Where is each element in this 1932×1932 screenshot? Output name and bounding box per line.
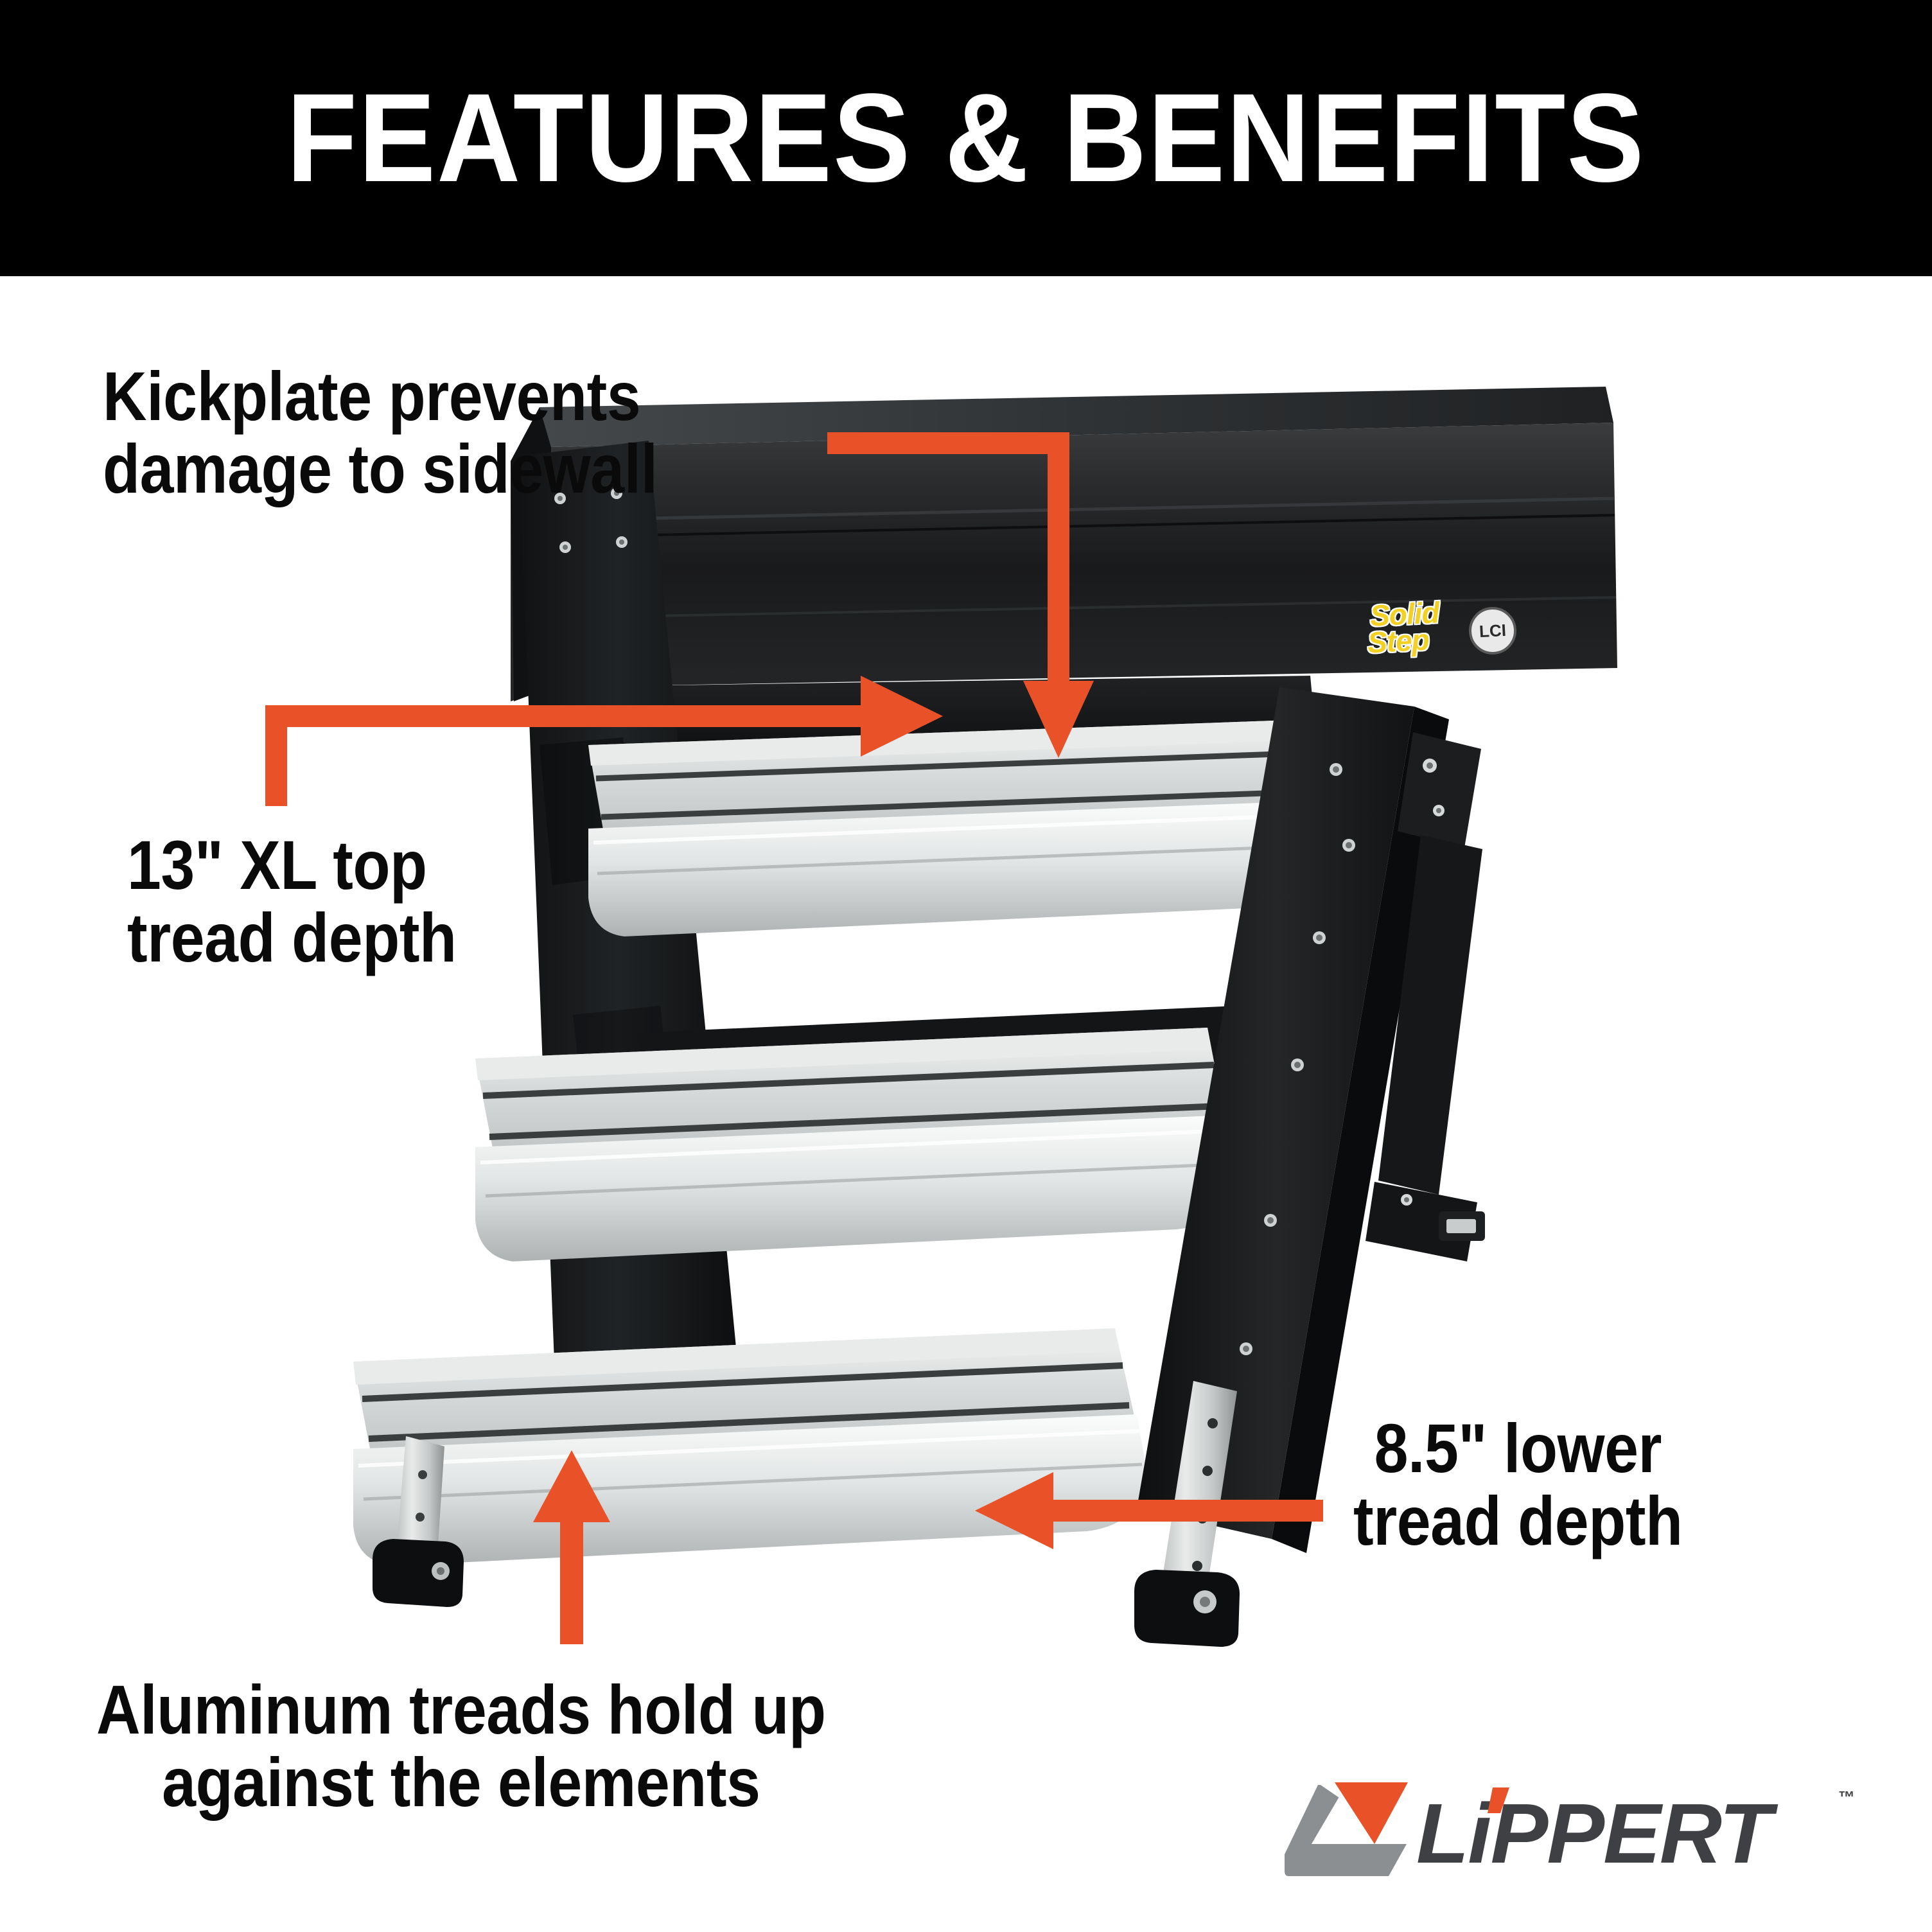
callout-kickplate-line1: Kickplate prevents <box>103 357 641 435</box>
lippert-wordmark: LiPPERT <box>1416 1786 1772 1881</box>
mounting-bracket <box>1366 732 1485 1261</box>
lci-badge: LCI <box>1468 606 1518 656</box>
lippert-i-dot-icon <box>1488 1787 1509 1813</box>
callout-xl-top-tread: 13" XL top tread depth <box>127 829 457 974</box>
callout-aluminum-line1: Aluminum treads hold up <box>96 1671 826 1748</box>
lippert-mark-icon <box>1285 1782 1408 1876</box>
callout-lower-tread: 8.5" lower tread depth <box>1353 1412 1683 1558</box>
callout-kickplate-line2: damage to sidewall <box>103 430 658 508</box>
tread-top <box>588 719 1332 936</box>
decal-brand-line2: Step <box>1366 622 1430 660</box>
callout-xl-line2: tread depth <box>127 899 457 977</box>
callout-xl-line1: 13" XL top <box>127 826 427 904</box>
tread-bottom <box>353 1328 1148 1566</box>
lippert-logo: LiPPERT ™ <box>1285 1782 1875 1898</box>
solid-step-decal: Solid Step LCI <box>1365 594 1538 671</box>
callout-lower-line2: tread depth <box>1353 1482 1683 1560</box>
callout-lower-line1: 8.5" lower <box>1374 1409 1662 1487</box>
kickplate <box>511 387 1617 701</box>
right-stringer <box>1137 687 1449 1553</box>
trademark-symbol: ™ <box>1838 1787 1855 1807</box>
callout-aluminum-treads: Aluminum treads hold up against the elem… <box>96 1673 826 1819</box>
leg-foot-left <box>373 1539 464 1607</box>
callout-kickplate: Kickplate prevents damage to sidewall <box>103 360 658 505</box>
page-title: FEATURES & BENEFITS <box>286 67 1646 208</box>
tread-middle <box>475 1028 1237 1261</box>
header-banner: FEATURES & BENEFITS <box>0 0 1932 276</box>
leg-foot-right <box>1134 1570 1240 1647</box>
leg-left <box>373 1436 464 1607</box>
callout-aluminum-line2: against the elements <box>162 1743 760 1822</box>
